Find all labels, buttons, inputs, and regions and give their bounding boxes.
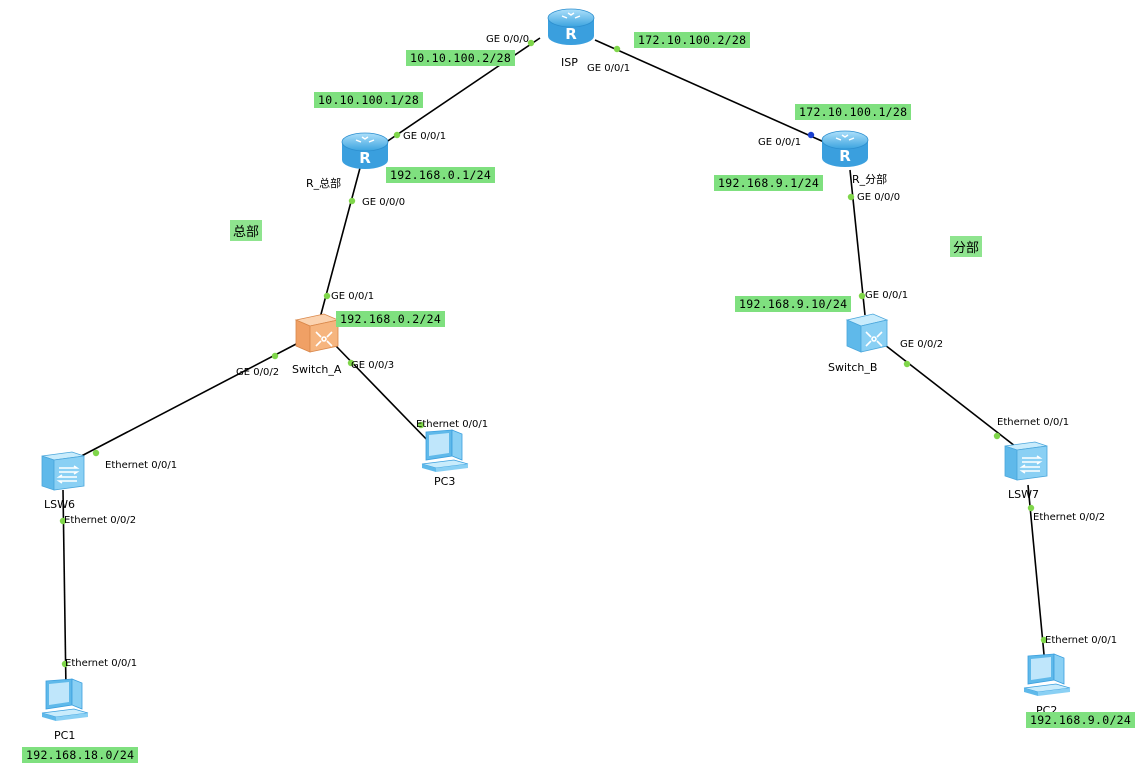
port-label: GE 0/0/1 (865, 290, 909, 301)
port-label: GE 0/0/0 (362, 197, 406, 208)
zone-label-branch: 分部 (950, 236, 983, 257)
port-dot (417, 421, 425, 429)
device-name-switch-b: Switch_B (828, 361, 878, 374)
port-dot-blue (807, 131, 815, 139)
port-dot (347, 359, 355, 367)
switch-lsw7[interactable] (1003, 440, 1049, 486)
port-dot (393, 131, 401, 139)
ip-label: 192.168.0.1/24 (386, 167, 496, 183)
port-label: Ethernet 0/0/1 (105, 460, 178, 471)
port-label: Ethernet 0/0/1 (416, 419, 489, 430)
port-label: Ethernet 0/0/2 (1033, 512, 1106, 523)
ip-label: 172.10.100.2/28 (634, 32, 751, 48)
ip-label: 192.168.0.2/24 (336, 311, 446, 327)
device-name-lsw6: LSW6 (44, 498, 75, 511)
pc-pc2[interactable] (1020, 652, 1074, 704)
port-label: GE 0/0/1 (587, 63, 631, 74)
device-name-pc1: PC1 (54, 729, 76, 742)
port-dot (903, 360, 911, 368)
pc-icon (1023, 653, 1071, 696)
svg-text:R: R (359, 149, 371, 167)
ip-label: 172.10.100.1/28 (795, 104, 912, 120)
ip-label: 192.168.9.1/24 (714, 175, 824, 191)
port-label: Ethernet 0/0/2 (64, 515, 137, 526)
port-label: Ethernet 0/0/1 (997, 417, 1070, 428)
port-dot (348, 197, 356, 205)
port-dot (1040, 636, 1048, 644)
device-name-lsw7: LSW7 (1008, 488, 1039, 501)
port-label: GE 0/0/3 (351, 360, 395, 371)
svg-text:R: R (839, 147, 851, 165)
device-name-r-branch: R_分部 (852, 173, 888, 186)
port-label: GE 0/0/2 (236, 367, 280, 378)
link-switchb-lsw7[interactable] (884, 344, 1021, 451)
port-dot (847, 193, 855, 201)
router-hq[interactable]: R (340, 130, 390, 176)
switch-lsw6[interactable] (40, 450, 86, 496)
port-dot (61, 660, 69, 668)
port-label: GE 0/0/1 (403, 131, 447, 142)
port-label: Ethernet 0/0/1 (65, 658, 138, 669)
port-dot (858, 292, 866, 300)
port-label: GE 0/0/1 (758, 137, 802, 148)
switch-a[interactable] (294, 312, 340, 358)
link-lsw7-pc2[interactable] (1027, 484, 1046, 666)
port-label: Ethernet 0/0/1 (1045, 635, 1118, 646)
switch-icon (1004, 441, 1048, 481)
router-branch[interactable]: R (820, 128, 870, 174)
port-dot (92, 449, 100, 457)
switch-icon (41, 451, 85, 491)
pc-icon (41, 678, 89, 721)
device-name-isp: ISP (561, 56, 578, 69)
link-isp-rbranch[interactable] (594, 39, 843, 151)
pc-pc3[interactable] (418, 428, 472, 480)
port-dot (59, 517, 67, 525)
port-label: GE 0/0/0 (857, 192, 901, 203)
port-dot (323, 292, 331, 300)
router-icon: R (547, 8, 595, 45)
port-dot (613, 45, 621, 53)
port-dot (527, 39, 535, 47)
ip-label: 192.168.9.0/24 (1026, 712, 1136, 728)
device-name-r-hq: R_总部 (306, 177, 342, 190)
port-dot (993, 432, 1001, 440)
link-switcha-lsw6[interactable] (67, 341, 301, 464)
pc-pc1[interactable] (38, 677, 92, 729)
ip-label: 10.10.100.2/28 (406, 50, 516, 66)
l3-switch-icon (845, 313, 889, 353)
device-name-pc3: PC3 (434, 475, 456, 488)
port-label: GE 0/0/1 (331, 291, 375, 302)
svg-text:R: R (565, 25, 577, 43)
ip-label: 192.168.18.0/24 (22, 747, 139, 763)
ip-label: 192.168.9.10/24 (735, 296, 852, 312)
device-name-switch-a: Switch_A (292, 363, 342, 376)
router-isp[interactable]: R (546, 6, 596, 52)
port-label: GE 0/0/2 (900, 339, 944, 350)
port-dot (271, 352, 279, 360)
ip-label: 10.10.100.1/28 (314, 92, 424, 108)
zone-label-hq: 总部 (230, 220, 263, 241)
router-icon: R (341, 132, 389, 169)
port-dot (1027, 504, 1035, 512)
switch-b[interactable] (845, 312, 889, 358)
router-icon: R (821, 130, 869, 167)
l3-switch-icon (294, 313, 340, 353)
pc-icon (421, 429, 469, 472)
link-rbranch-switchb[interactable] (849, 169, 866, 316)
port-label: GE 0/0/0 (486, 34, 530, 45)
